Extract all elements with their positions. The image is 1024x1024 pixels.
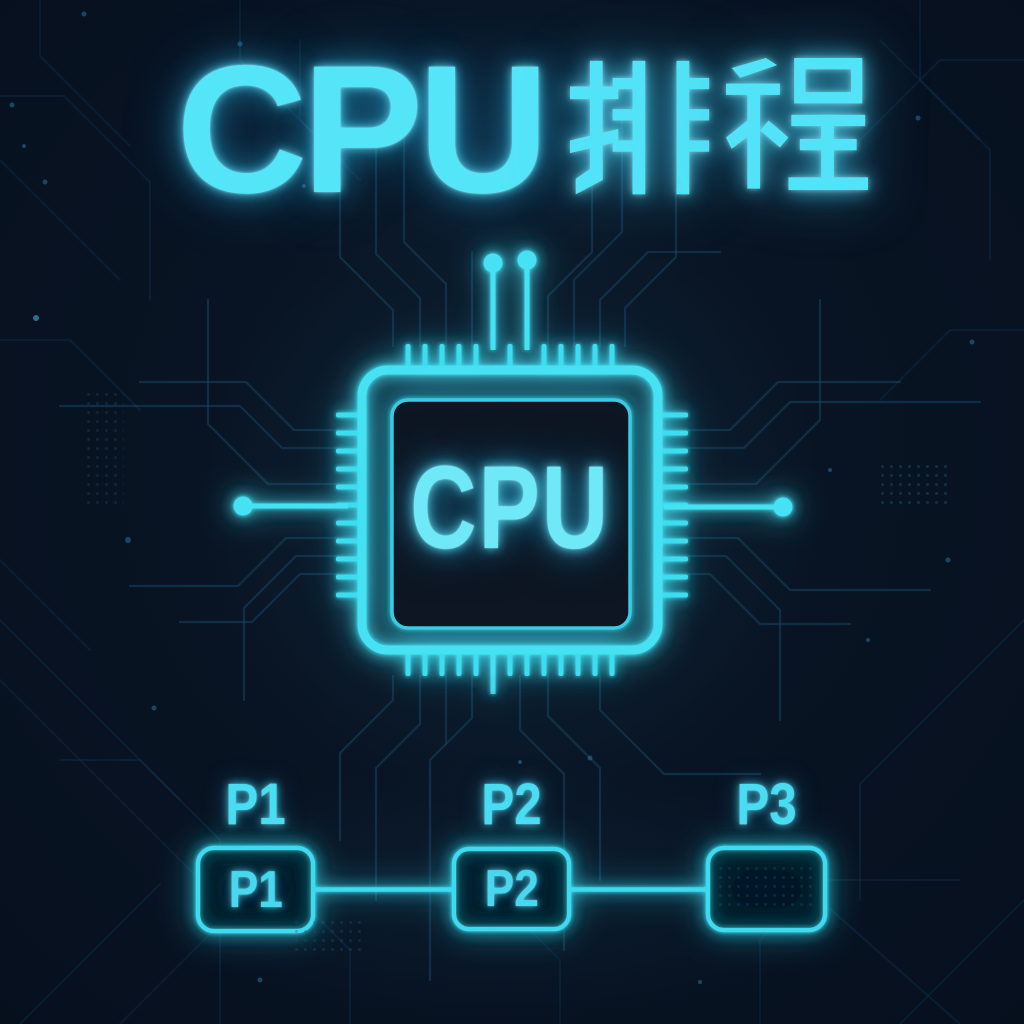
lead-terminal-dot <box>773 497 793 517</box>
lead-terminal-dot <box>483 253 503 273</box>
chip-top-lead <box>524 268 530 350</box>
chip-inner-frame <box>390 398 632 630</box>
queue-box-p2-label: P2 <box>454 849 569 929</box>
chip-left-lead <box>248 503 348 509</box>
queue-box-p1-text: P1 <box>228 860 283 919</box>
queue-box-p3-label <box>708 848 825 930</box>
chip-label-text: CPU <box>410 442 610 574</box>
page-title: CPU <box>176 27 868 231</box>
solder-pad-dots <box>878 462 948 508</box>
title-hanzi-pai <box>569 60 710 195</box>
lead-terminal-dot <box>233 496 253 516</box>
process-queue <box>195 845 828 934</box>
chip-bottom-lead <box>490 646 496 694</box>
title-latin-text: CPU <box>176 27 549 231</box>
lead-terminal-dot <box>517 250 537 270</box>
queue-label-p2-text: P2 <box>481 772 542 837</box>
solder-pad-dots <box>84 390 124 510</box>
queue-box-p1-label: P1 <box>198 848 313 931</box>
queue-label-p1-text: P1 <box>225 772 286 837</box>
queue-box-p2-text: P2 <box>484 860 539 918</box>
solder-pad-dots <box>292 918 362 954</box>
queue-label-p3-text: P3 <box>736 772 797 837</box>
cpu-chip <box>233 250 793 694</box>
chip-right-lead <box>664 504 778 510</box>
title-hanzi-cheng <box>725 58 868 191</box>
queue-label-p1: P1 <box>198 772 313 837</box>
queue-label-p2: P2 <box>454 772 569 837</box>
solder-pad-dots <box>716 864 812 908</box>
chip-label: CPU <box>362 442 658 574</box>
queue-label-p3: P3 <box>708 772 825 837</box>
title-hanzi-row <box>569 51 868 207</box>
chip-top-lead <box>490 270 496 350</box>
chip-outer-frame <box>357 365 663 655</box>
